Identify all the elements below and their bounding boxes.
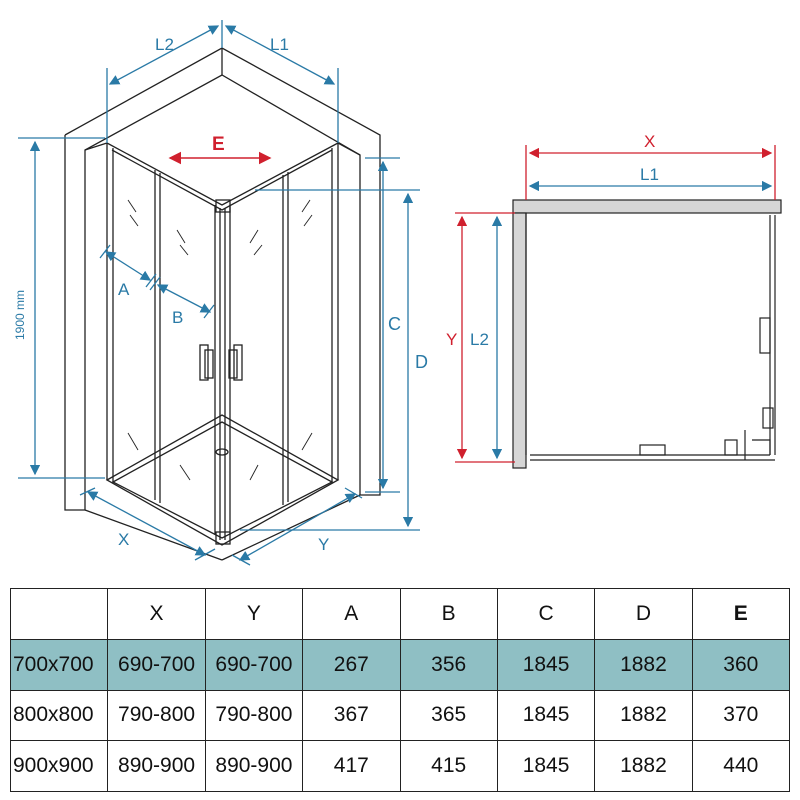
header-cell: B: [399, 588, 498, 640]
table-cell: 1882: [594, 689, 693, 742]
table-cell: 1845: [496, 740, 596, 792]
table-row: 700x700 690-700 690-700 267 356 1845 188…: [9, 638, 791, 691]
isometric-view: [64, 47, 381, 561]
header-cell: Y: [204, 588, 304, 640]
label-x-iso: X: [118, 530, 129, 549]
header-cell: C: [496, 588, 596, 640]
header-cell: [9, 588, 109, 640]
plan-label-l2: L2: [470, 330, 489, 349]
plan-label-l1: L1: [640, 165, 659, 184]
table-cell: 790-800: [204, 689, 304, 742]
header-cell: A: [302, 588, 401, 640]
plan-label-x: X: [644, 132, 655, 151]
table-cell: 1882: [594, 638, 693, 691]
wall-outline: [64, 47, 381, 511]
table-cell: 417: [302, 740, 401, 792]
table-cell: 790-800: [107, 689, 206, 742]
label-d: D: [415, 352, 428, 372]
isometric-dimensions: [18, 20, 420, 566]
table-cell: 890-900: [204, 740, 304, 792]
table-cell: 267: [302, 638, 401, 691]
table-cell: 367: [302, 689, 401, 742]
shower-enclosure-drawing: L2 L1 E A B C D X Y 1900 mm X L1 Y L2: [13, 20, 782, 566]
drain: [215, 448, 229, 456]
table-cell: 356: [399, 638, 498, 691]
label-b: B: [172, 308, 183, 327]
header-cell: X: [107, 588, 206, 640]
label-c: C: [388, 314, 401, 334]
header-cell: E: [691, 588, 791, 640]
table-cell: 1882: [594, 740, 693, 792]
top-frame: [106, 142, 339, 206]
table-cell: 800x800: [9, 689, 109, 742]
label-y-iso: Y: [318, 535, 329, 554]
table-cell: 700x700: [9, 638, 109, 691]
table-cell: 415: [399, 740, 498, 792]
right-handle: [233, 344, 243, 381]
label-l2: L2: [155, 35, 174, 54]
label-e: E: [212, 134, 225, 155]
table-row: 900x900 890-900 890-900 417 415 1845 188…: [9, 740, 791, 792]
plan-wall-left: [512, 212, 527, 469]
plan-label-y: Y: [446, 330, 457, 349]
table-cell: 1845: [496, 689, 596, 742]
label-a: A: [118, 280, 130, 299]
table-row: 800x800 790-800 790-800 367 365 1845 188…: [9, 689, 791, 742]
plan-view: [512, 199, 782, 469]
table-cell: 890-900: [107, 740, 206, 792]
label-height: 1900 mm: [13, 290, 27, 340]
table-cell: 690-700: [107, 638, 206, 691]
shower-tray: [105, 414, 340, 546]
label-l1: L1: [270, 35, 289, 54]
table-cell: 365: [399, 689, 498, 742]
table-cell: 360: [691, 638, 791, 691]
left-handle: [199, 344, 209, 381]
table-cell: 690-700: [204, 638, 304, 691]
table-header-row: X Y A B C D E: [9, 588, 791, 640]
table-cell: 1845: [496, 638, 596, 691]
table-cell: 370: [691, 689, 791, 742]
table-cell: 440: [691, 740, 791, 792]
table-cell: 900x900: [9, 740, 109, 792]
plan-wall-top: [512, 199, 782, 214]
size-table: X Y A B C D E 700x700 690-700 690-700 26…: [9, 588, 791, 792]
header-cell: D: [594, 588, 693, 640]
plan-dimensions: [455, 145, 776, 463]
